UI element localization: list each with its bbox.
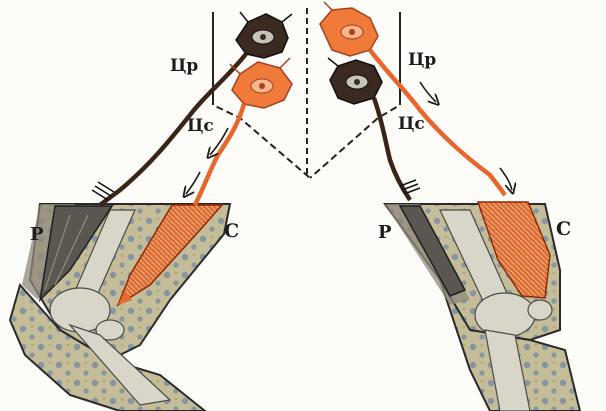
label-right-center-flexor: Цр (408, 52, 436, 69)
label-right-extensor-muscle: С (556, 220, 571, 239)
label-right-center-extensor: Цс (398, 116, 425, 133)
label-left-center-flexor: Цр (170, 58, 198, 75)
right-leg-extended (385, 202, 580, 411)
label-right-flexor-muscle: Р (378, 224, 392, 242)
arrow-right-lower (500, 168, 512, 190)
arrow-right-upper (420, 82, 436, 102)
left-flexor-center-neuron (92, 12, 292, 205)
label-left-center-extensor: Цс (187, 118, 214, 135)
label-left-extensor-muscle: С (224, 222, 239, 241)
arrow-left-lower (186, 172, 200, 194)
label-left-flexor-muscle: Р (30, 226, 44, 244)
